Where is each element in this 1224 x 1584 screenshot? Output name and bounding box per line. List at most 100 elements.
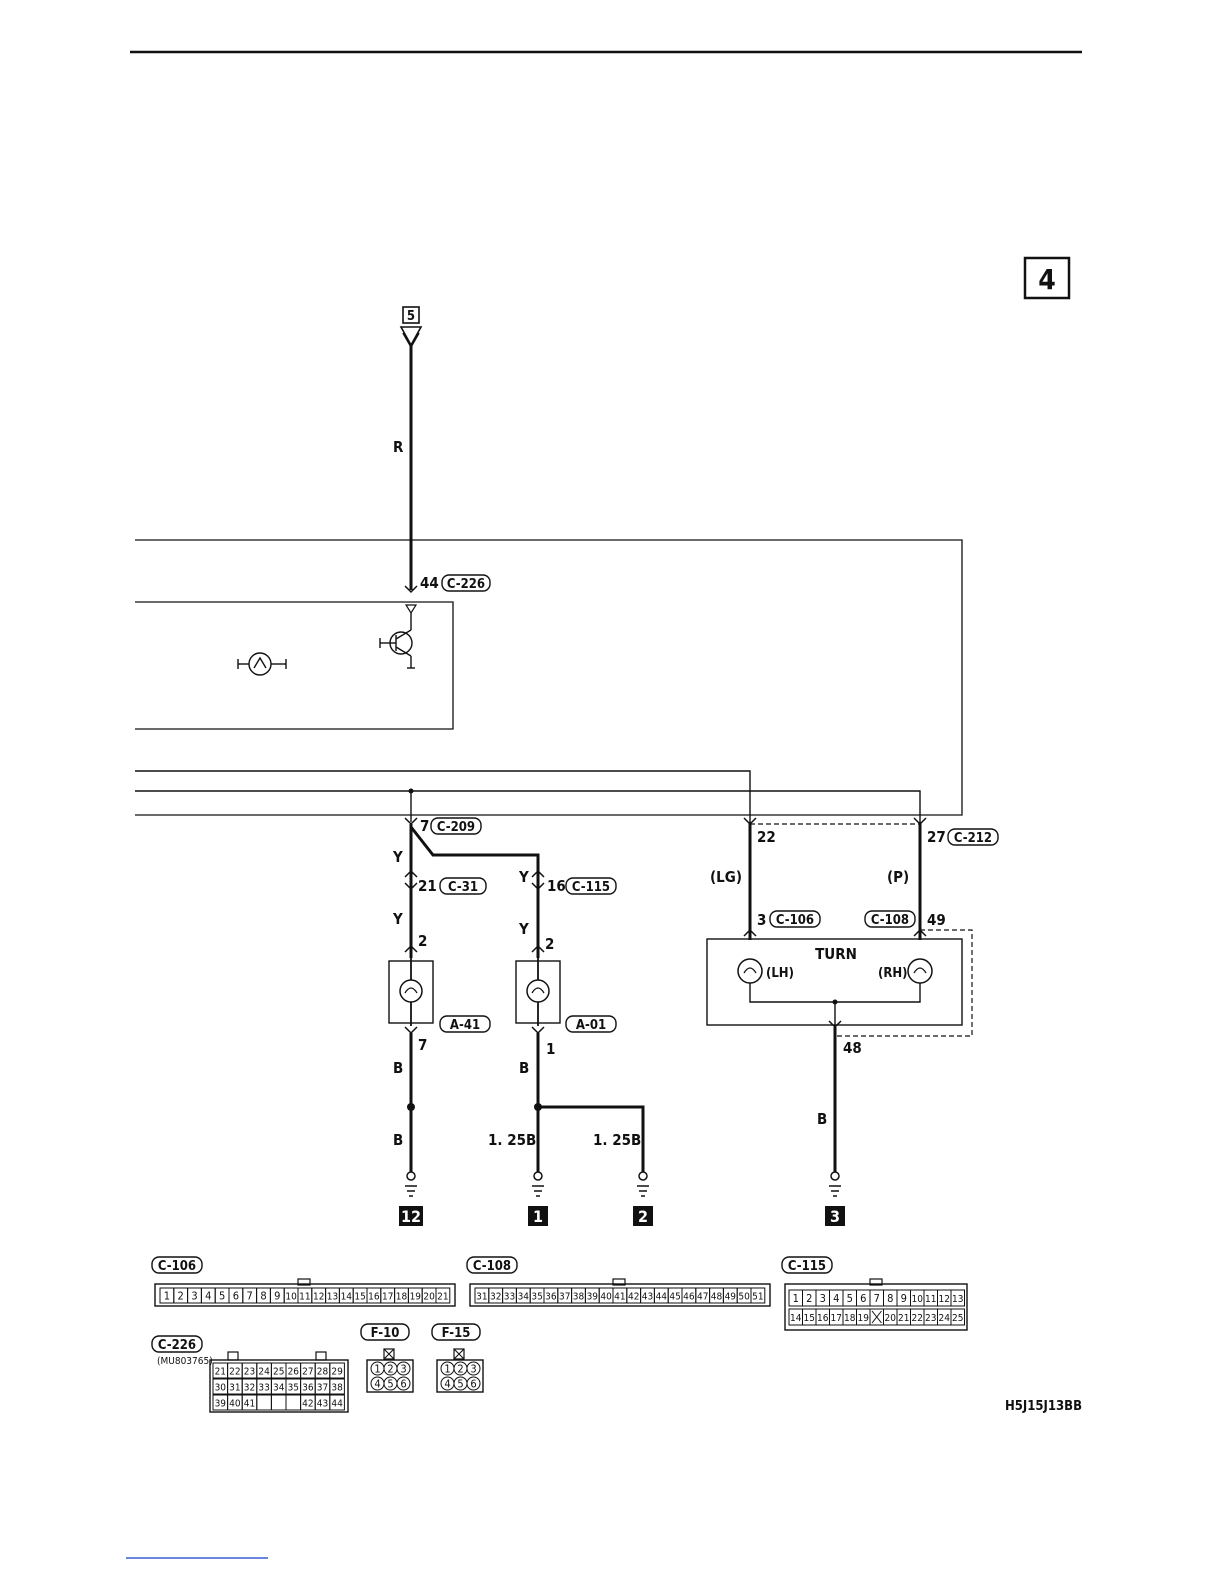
module-outline-inner [135,601,454,730]
wire-label-y2: Y [392,910,403,928]
pin-number: 43 [642,1292,653,1303]
svg-text:C-108: C-108 [871,913,909,928]
pin-number: 20 [423,1292,435,1303]
wire-y-mid [409,826,540,958]
ground-icon [405,1171,841,1197]
pin-number: 6 [470,1378,476,1391]
bus-wire-lg [135,770,751,822]
svg-text:C-108: C-108 [473,1259,511,1274]
connector-tag-c226: C-226 [441,574,491,592]
ground-ref-12: 12 [399,1206,423,1226]
svg-text:C-106: C-106 [158,1259,196,1274]
pin-cell [435,1287,451,1304]
ground-ref-1: 1 [528,1206,548,1226]
module-outline-outer [135,539,963,816]
svg-text:1: 1 [533,1207,543,1226]
pin-number: 37 [559,1292,570,1303]
figure-code: H5J15J13BB [1005,1399,1082,1414]
pin-number: 9 [901,1292,907,1305]
pin-number: 31 [476,1292,487,1303]
connector-tag-c31: C-31 [439,877,487,895]
bus-wire-p [411,790,921,822]
pin-number: 17 [831,1313,842,1324]
pin-number: 40 [600,1292,612,1303]
pin-number: 37 [317,1383,328,1394]
pin-number: 13 [327,1292,338,1303]
pin-number: 5 [219,1290,225,1303]
pin-2-left: 2 [418,932,427,950]
pin-number: 35 [531,1292,542,1303]
pin-number: 2 [457,1363,463,1376]
wire-label-b-turn: B [817,1110,827,1128]
pin-number: 46 [683,1292,695,1303]
pin-number: 14 [790,1313,802,1324]
wire-label-b1: B [393,1059,403,1077]
pin-cell [329,1394,345,1411]
pin-cell [285,1394,302,1411]
pin-number: 1 [444,1363,450,1376]
pin-number: 1 [374,1363,380,1376]
ground-ref-2: 2 [633,1206,653,1226]
pin-number: 34 [273,1383,285,1394]
connector-tag-a01: A-01 [565,1015,617,1033]
svg-text:12: 12 [401,1207,421,1226]
svg-text:A-01: A-01 [576,1018,606,1033]
pin-number: 28 [317,1367,329,1378]
pin-number: 3 [470,1363,476,1376]
svg-text:C-209: C-209 [437,820,475,835]
pin-7-bottom: 7 [418,1036,427,1054]
svg-text:3: 3 [830,1207,840,1226]
pin-number: 3 [191,1290,197,1303]
wire-label-125b-1: 1. 25B [488,1131,536,1149]
pin-number: 10 [912,1294,924,1305]
pin-16: 16 [547,877,566,895]
pin-number: 12 [313,1292,324,1303]
pin-number: 38 [573,1292,585,1303]
pin-7-top: 7 [420,817,429,835]
pin-number: 22 [912,1313,923,1324]
pin-number: 4 [833,1292,839,1305]
pin-number: 2 [387,1363,393,1376]
pin-cell [329,1378,345,1395]
pin-number: 20 [885,1313,897,1324]
turn-title: TURN [815,945,857,963]
pin-number: 27 [302,1367,313,1378]
pin-number: 34 [518,1292,530,1303]
pin-cell [466,1376,481,1391]
pin-number: 49 [725,1292,737,1303]
offpage-ref-5: 5 [399,306,423,349]
svg-text:C-226: C-226 [447,577,485,592]
pin-number: 33 [258,1383,269,1394]
lamp-a41 [388,958,434,1026]
c226-part-number: (MU803765) [157,1356,213,1367]
pin-number: 15 [804,1313,815,1324]
svg-text:F-10: F-10 [371,1326,400,1341]
wire-b-branch [538,1105,645,1172]
pin-number: 2 [806,1292,812,1305]
connector-tag-a41: A-41 [439,1015,491,1033]
pin-number: 51 [752,1292,763,1303]
ground-ref-3: 3 [825,1206,845,1226]
wire-label-y4: Y [518,920,529,938]
section-number: 4 [1038,263,1056,296]
turn-indicator-block: TURN (LH) (RH) [706,929,973,1037]
pin-cell [329,1362,345,1379]
pin-number: 5 [847,1292,853,1305]
pin-48: 48 [843,1039,862,1057]
pin-number: 23 [244,1367,255,1378]
pin-number: 4 [374,1378,380,1391]
pin-number: 40 [229,1399,241,1410]
svg-text:F-15: F-15 [442,1326,471,1341]
pin-number: 8 [260,1290,266,1303]
pin-number: 16 [368,1292,380,1303]
wire-label-125b-2: 1. 25B [593,1131,641,1149]
pin-number: 35 [288,1383,299,1394]
pin-number: 47 [697,1292,708,1303]
pin-number: 8 [887,1292,893,1305]
pin-number: 33 [504,1292,515,1303]
